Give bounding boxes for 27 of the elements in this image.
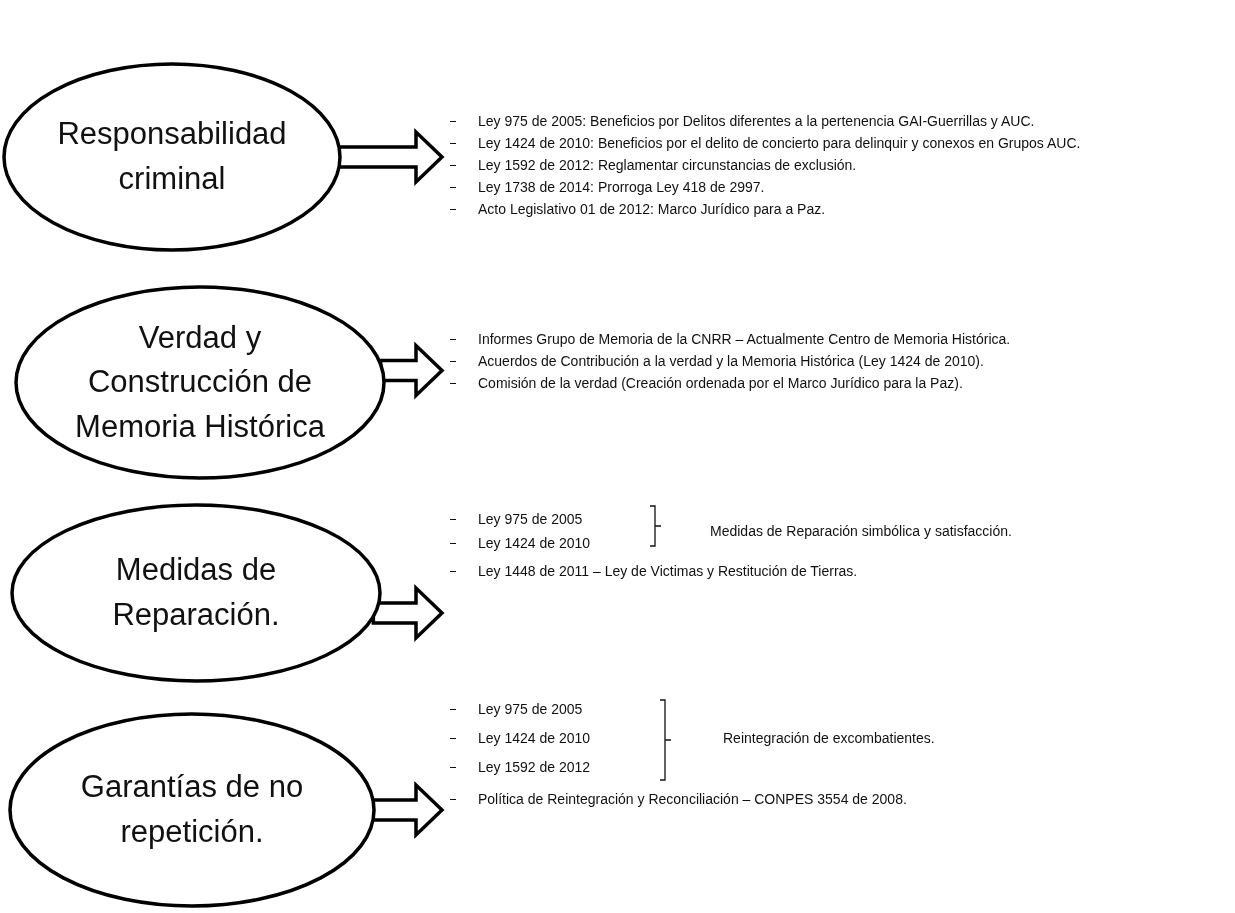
list-item: Comisión de la verdad (Creación ordenada por el Marco Jurídico para la Paz). <box>448 374 963 392</box>
ellipse-node <box>8 712 376 908</box>
list-item: Ley 1424 de 2010: Beneficios por el delito de concierto para delinquir y conexos en Grupos AUC. <box>448 134 1081 152</box>
ellipse-node <box>14 285 386 480</box>
node-title: Medidas de Reparación. <box>111 551 281 634</box>
list-item: Ley 975 de 2005: Beneficios por Delitos diferentes a la pertenencia GAI-Guerrillas y AUC. <box>448 112 1035 130</box>
block-arrow <box>378 341 445 400</box>
list-item: Ley 1592 de 2012 <box>448 758 591 776</box>
list-item: Ley 975 de 2005 <box>448 700 583 718</box>
bracket-label: Medidas de Reparación simbólica y satisfacción. <box>710 522 1012 540</box>
list-item: Acto Legislativo 01 de 2012: Marco Jurídico para a Paz. <box>448 200 826 218</box>
bracket-label: Reintegración de excombatientes. <box>723 729 935 747</box>
list-item: Ley 1738 de 2014: Prorroga Ley 418 de 2997. <box>448 178 765 196</box>
node-title: Responsabilidad criminal <box>56 115 288 198</box>
node-title: Garantías de no repetición. <box>79 768 305 851</box>
list-item: Ley 1424 de 2010 <box>448 729 591 747</box>
list-item: Política de Reintegración y Reconciliación – CONPES 3554 de 2008. <box>448 790 907 808</box>
node-title: Verdad y Construcción de Memoria Histórica <box>74 318 326 446</box>
list-item: Ley 1592 de 2012: Reglamentar circunstancias de exclusión. <box>448 156 857 174</box>
ellipse-node <box>10 503 382 683</box>
ellipse-node <box>2 62 342 252</box>
list-item: Ley 1448 de 2011 – Ley de Victimas y Restitución de Tierras. <box>448 562 858 580</box>
list-item: Acuerdos de Contribución a la verdad y la Memoria Histórica (Ley 1424 de 2010). <box>448 352 984 370</box>
list-item: Ley 975 de 2005 <box>448 510 583 528</box>
list-item: Informes Grupo de Memoria de la CNRR – Actualmente Centro de Memoria Histórica. <box>448 330 1011 348</box>
block-arrow <box>371 583 445 643</box>
list-item: Ley 1424 de 2010 <box>448 534 591 552</box>
